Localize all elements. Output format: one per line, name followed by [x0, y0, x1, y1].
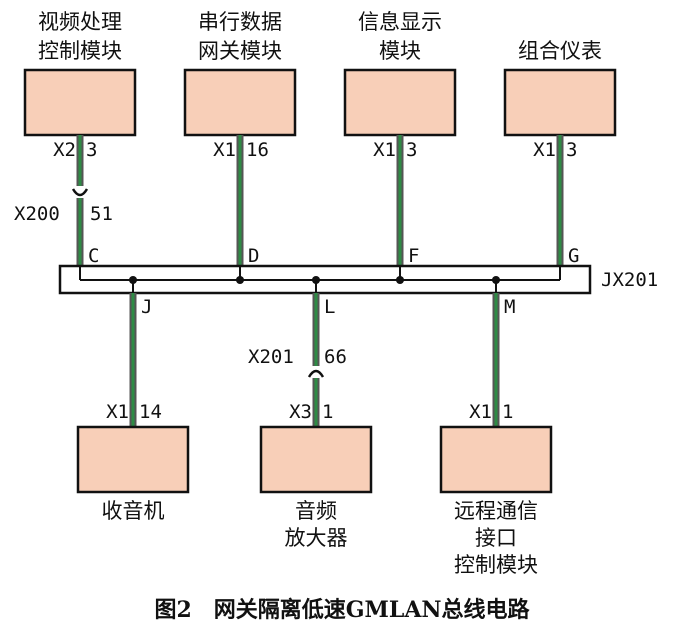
bus-letter-f: F [408, 245, 419, 267]
splice-dot-l [312, 276, 320, 284]
inline-connector-x201-name: X201 [248, 346, 294, 368]
bus-letter-d: D [248, 245, 259, 267]
bus-letter-l: L [324, 296, 335, 318]
pin-number-radio: 14 [139, 401, 162, 423]
pin-connector-display: X1 [373, 139, 396, 161]
module-label-telematics-line3: 控制模块 [454, 553, 538, 577]
bus-letter-g: G [568, 245, 579, 267]
module-box-info-display [343, 68, 457, 137]
module-label-amplifier-line1: 音频 [295, 499, 337, 523]
pin-connector-telematics: X1 [469, 401, 492, 423]
module-box-audio-amplifier [259, 425, 373, 494]
module-box-video-processing [23, 68, 137, 137]
pin-number-cluster: 3 [566, 139, 577, 161]
module-label-display-line1: 信息显示 [358, 10, 442, 34]
module-label-amplifier-line2: 放大器 [285, 526, 348, 550]
module-label-display-line2: 模块 [379, 39, 421, 63]
module-label-video-line1: 视频处理 [38, 10, 122, 34]
inline-connector-symbol-x200 [71, 188, 89, 197]
pin-connector-cluster: X1 [533, 139, 556, 161]
bus-letter-c: C [88, 245, 99, 267]
figure-caption: 图2 网关隔离低速GMLAN总线电路 [154, 597, 530, 623]
module-label-gateway-line1: 串行数据 [198, 10, 282, 34]
bus-letter-m: M [504, 296, 515, 318]
module-label-radio: 收音机 [102, 499, 165, 523]
pin-connector-video: X2 [53, 139, 76, 161]
pin-connector-radio: X1 [106, 401, 129, 423]
module-label-gateway-line2: 网关模块 [198, 39, 282, 63]
bus-letter-j: J [141, 296, 152, 318]
splice-dot-m [492, 276, 500, 284]
splice-dot-d [236, 276, 244, 284]
module-box-serial-data-gateway [183, 68, 297, 137]
pin-number-amplifier: 1 [322, 401, 333, 423]
splice-dot-f [396, 276, 404, 284]
module-label-video-line2: 控制模块 [38, 39, 122, 63]
pin-number-display: 3 [406, 139, 417, 161]
inline-connector-symbol-x201 [307, 369, 325, 378]
junction-block-label: JX201 [601, 269, 658, 291]
module-box-radio [76, 425, 190, 494]
module-label-cluster: 组合仪表 [518, 39, 602, 63]
module-box-telematics [439, 425, 553, 494]
pin-number-telematics: 1 [502, 401, 513, 423]
inline-connector-x200-pin: 51 [90, 203, 113, 225]
module-label-telematics-line1: 远程通信 [454, 499, 538, 523]
module-label-telematics-line2: 接口 [475, 526, 517, 550]
pin-number-video: 3 [86, 139, 97, 161]
inline-connector-x200-name: X200 [14, 203, 60, 225]
pin-connector-gateway: X1 [213, 139, 236, 161]
splice-dot-j [129, 276, 137, 284]
module-box-instrument-cluster [503, 68, 617, 137]
inline-connector-x201-pin: 66 [324, 346, 347, 368]
pin-number-gateway: 16 [246, 139, 269, 161]
pin-connector-amplifier: X3 [289, 401, 312, 423]
